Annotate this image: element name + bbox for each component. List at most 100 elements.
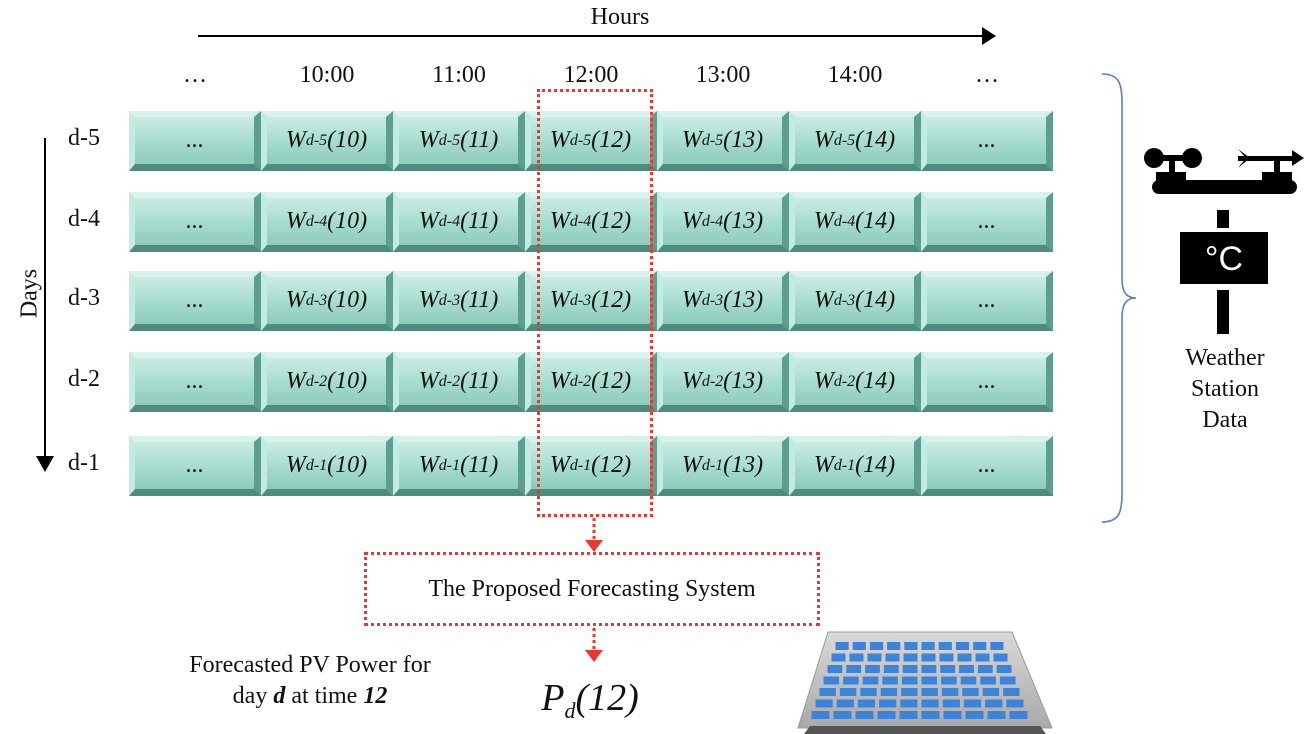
panel-cell xyxy=(839,688,857,696)
weather-station-label: Weather Station Data xyxy=(1150,343,1300,437)
day-label: d-3 xyxy=(68,285,100,311)
panel-cell xyxy=(819,688,836,696)
panel-cell xyxy=(965,711,984,719)
panel-cell xyxy=(963,699,982,708)
output-sub: d xyxy=(564,698,576,723)
forecast-note-line2: day d at time 12 xyxy=(150,681,470,712)
panel-cell xyxy=(1006,699,1024,708)
panel-cell xyxy=(921,699,939,708)
panel-cell xyxy=(959,665,974,673)
output-symbol: P xyxy=(541,677,565,719)
panel-cell xyxy=(903,653,918,662)
grid-cell: ... xyxy=(921,352,1053,412)
panel-cell xyxy=(877,711,896,719)
grid-cell: ... xyxy=(921,436,1053,496)
grid-cell: ... xyxy=(921,111,1053,171)
panel-cell xyxy=(990,642,1004,650)
hour-label: 12:00 xyxy=(563,62,619,88)
panel-cell xyxy=(921,642,935,650)
panel-cell xyxy=(921,711,940,719)
weather-label-line2: Station xyxy=(1190,376,1259,403)
weather-station-icon: °C xyxy=(1144,148,1304,334)
panel-cell xyxy=(993,653,1008,662)
panel-cell xyxy=(815,699,833,708)
panel-cell xyxy=(867,653,882,662)
panel-cell xyxy=(865,665,880,673)
hour-label: 14:00 xyxy=(827,62,883,88)
panel-cell xyxy=(921,665,937,673)
grid-cell: ... xyxy=(129,352,261,412)
panel-cell xyxy=(827,665,843,673)
panel-cell xyxy=(901,688,918,696)
forecast-note: Forecasted PV Power for day d at time 12 xyxy=(150,650,470,712)
grid-cell: ... xyxy=(921,271,1053,331)
hour-label: 10:00 xyxy=(299,62,355,88)
grid-cell: ... xyxy=(921,192,1053,252)
panel-cell xyxy=(941,688,959,696)
panel-cell xyxy=(1009,711,1028,719)
panel-cell xyxy=(987,711,1006,719)
panel-cell xyxy=(835,642,849,650)
grid-cell: ... xyxy=(129,111,261,171)
panel-cell xyxy=(862,676,879,685)
panel-cell xyxy=(849,653,864,662)
panel-cell xyxy=(985,699,1003,708)
panel-cell xyxy=(939,653,954,662)
panel-cell xyxy=(982,688,1000,696)
note-time: 12 xyxy=(363,683,388,710)
panel-cell xyxy=(831,653,846,662)
panel-cell xyxy=(855,711,874,719)
panel-cell xyxy=(836,699,854,708)
panel-cell xyxy=(960,676,977,685)
selected-hour-column xyxy=(537,89,653,517)
day-label: d-1 xyxy=(68,450,100,476)
panel-cell xyxy=(857,699,876,708)
note-mid: at time xyxy=(285,683,364,710)
panel-cell xyxy=(880,688,898,696)
panel-cell xyxy=(860,688,877,696)
output-arg: (12) xyxy=(575,677,639,719)
panel-cell xyxy=(999,676,1016,685)
panel-cell xyxy=(980,676,996,685)
hour-label: 11:00 xyxy=(432,62,486,88)
forecast-note-line1: Forecasted PV Power for xyxy=(189,652,431,678)
grid-cell: ... xyxy=(129,436,261,496)
panel-cell xyxy=(943,711,962,719)
weather-data-brace xyxy=(1101,73,1137,523)
forecast-output: Pd(12) xyxy=(520,676,660,724)
panel-cell xyxy=(852,642,866,650)
panel-cell xyxy=(900,699,918,708)
note-day: d xyxy=(273,683,286,710)
forecasting-system-box: The Proposed Forecasting System xyxy=(364,552,820,626)
panel-cell xyxy=(942,699,960,708)
panel-cell xyxy=(883,665,899,673)
weather-label-line3: Data xyxy=(1202,407,1248,434)
day-label: d-5 xyxy=(68,125,100,151)
panel-cell xyxy=(962,688,979,696)
panel-cell xyxy=(977,665,993,673)
day-label: d-4 xyxy=(68,206,100,232)
panel-cell xyxy=(846,665,862,673)
panel-cells xyxy=(811,642,1028,719)
panel-cell xyxy=(901,676,918,685)
panel-cell xyxy=(904,642,918,650)
